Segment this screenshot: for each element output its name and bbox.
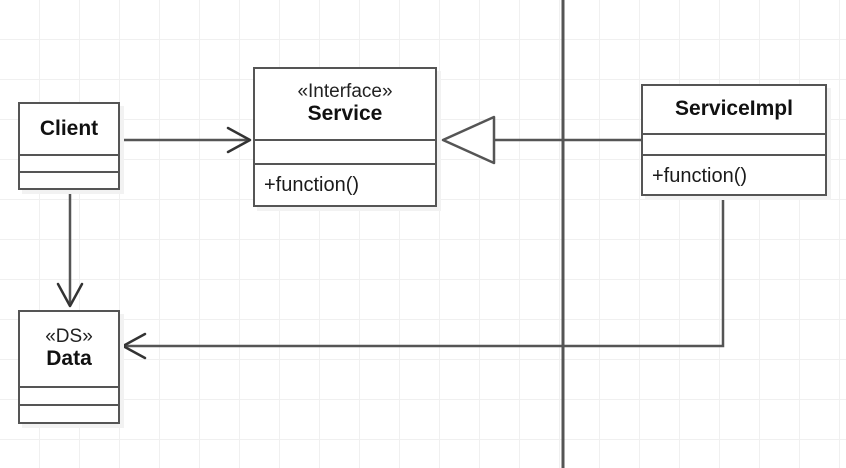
connector-serviceimpl-to-service[interactable]	[441, 115, 641, 165]
class-box-data[interactable]: «DS» Data	[18, 310, 120, 424]
class-header-service: «Interface» Service	[255, 69, 435, 139]
open-arrowhead-icon	[226, 126, 252, 154]
class-header-serviceimpl: ServiceImpl	[643, 86, 825, 133]
class-header-client: Client	[20, 104, 118, 154]
class-name-data: Data	[46, 347, 92, 371]
class-stereotype-data: «DS»	[45, 325, 93, 347]
connector-serviceimpl-to-data[interactable]	[121, 196, 725, 360]
class-attributes-service	[255, 139, 435, 163]
class-stereotype-service: «Interface»	[297, 80, 393, 102]
connector-client-to-service[interactable]	[120, 126, 252, 154]
class-attributes-serviceimpl	[643, 133, 825, 154]
class-operations-data	[20, 404, 118, 422]
class-name-client: Client	[39, 116, 99, 140]
class-operations-client	[20, 171, 118, 188]
class-box-serviceimpl[interactable]: ServiceImpl +function()	[641, 84, 827, 196]
hollow-triangle-arrowhead-icon	[441, 115, 496, 165]
open-arrowhead-icon	[121, 332, 147, 360]
class-header-data: «DS» Data	[20, 312, 118, 386]
class-attributes-client	[20, 154, 118, 171]
open-arrowhead-icon	[56, 282, 84, 308]
class-box-client[interactable]: Client	[18, 102, 120, 190]
class-name-service: Service	[307, 102, 383, 126]
class-name-serviceimpl: ServiceImpl	[675, 97, 793, 121]
class-operation-serviceimpl-function: +function()	[643, 154, 825, 196]
class-operation-service-function: +function()	[255, 163, 435, 205]
class-attributes-data	[20, 386, 118, 404]
class-box-service[interactable]: «Interface» Service +function()	[253, 67, 437, 207]
connector-client-to-data[interactable]	[56, 190, 84, 308]
